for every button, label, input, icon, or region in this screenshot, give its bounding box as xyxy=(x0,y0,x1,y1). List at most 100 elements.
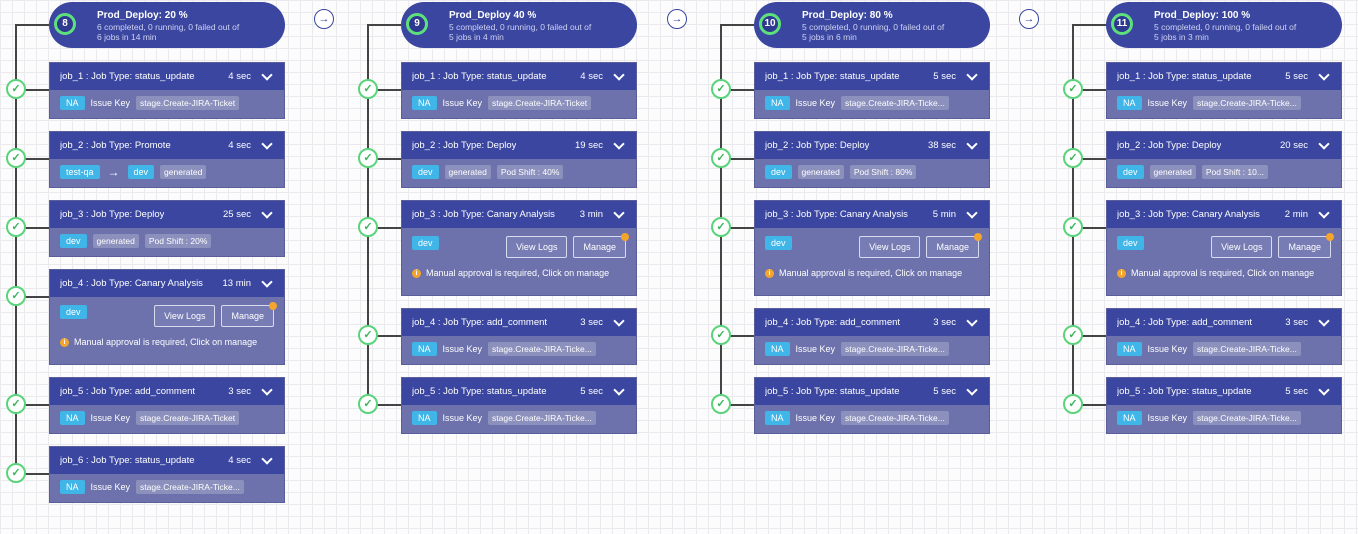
pod-shift-tag: Pod Shift : 20% xyxy=(144,234,212,248)
chevron-down-icon[interactable] xyxy=(1318,383,1330,396)
na-tag: NA xyxy=(1117,342,1142,356)
chevron-down-icon[interactable] xyxy=(1318,314,1330,327)
chevron-down-icon[interactable] xyxy=(613,206,625,219)
na-tag: NA xyxy=(1117,96,1142,110)
env-tag: dev xyxy=(412,165,439,179)
chevron-down-icon[interactable] xyxy=(261,452,273,465)
chevron-down-icon[interactable] xyxy=(261,206,273,219)
chevron-down-icon[interactable] xyxy=(1318,206,1330,219)
job-title: job_6 : Job Type: status_update xyxy=(60,455,195,466)
pipeline-connector xyxy=(367,227,401,229)
chevron-down-icon[interactable] xyxy=(966,137,978,150)
manage-button[interactable]: Manage xyxy=(926,233,982,258)
arrow-right-icon[interactable]: → xyxy=(1019,9,1039,29)
job-duration-text: 25 sec xyxy=(223,209,251,220)
job-title: job_5 : Job Type: status_update xyxy=(1117,386,1252,397)
chevron-down-icon[interactable] xyxy=(261,137,273,150)
chevron-down-icon[interactable] xyxy=(613,383,625,396)
info-icon: i xyxy=(412,268,421,278)
chevron-down-icon[interactable] xyxy=(1318,68,1330,81)
generated-tag: generated xyxy=(1149,165,1196,179)
job-title: job_1 : Job Type: status_update xyxy=(1117,71,1252,82)
chevron-down-icon[interactable] xyxy=(613,314,625,327)
chevron-down-icon[interactable] xyxy=(966,383,978,396)
chevron-down-icon[interactable] xyxy=(261,275,273,288)
arrow-right-icon[interactable]: → xyxy=(667,9,687,29)
view-logs-button[interactable]: View Logs xyxy=(1211,236,1273,258)
stage-number-badge: 8 xyxy=(54,13,76,35)
env-to-tag: dev xyxy=(127,165,155,179)
pipeline-connector xyxy=(15,24,49,26)
chevron-down-icon[interactable] xyxy=(613,68,625,81)
pipeline-connector xyxy=(15,89,49,91)
job-duration: 4 sec xyxy=(228,452,274,466)
approval-note-text: Manual approval is required, Click on ma… xyxy=(74,337,258,347)
chevron-down-icon[interactable] xyxy=(1318,137,1330,150)
view-logs-button[interactable]: View Logs xyxy=(154,305,216,327)
view-logs-button[interactable]: View Logs xyxy=(506,236,568,258)
job-duration: 13 min xyxy=(222,275,274,289)
job-duration-text: 5 sec xyxy=(1285,386,1308,397)
job-title: job_1 : Job Type: status_update xyxy=(765,71,900,82)
job-title: job_5 : Job Type: status_update xyxy=(412,386,547,397)
job-duration: 4 sec xyxy=(228,68,274,82)
job-card-header[interactable]: job_5 : Job Type: status_update 5 sec xyxy=(1107,378,1341,405)
stage-title: Prod_Deploy: 100 % xyxy=(1154,10,1251,21)
job-duration-text: 5 sec xyxy=(1285,71,1308,82)
env-tag: dev xyxy=(765,165,792,179)
chevron-down-icon[interactable] xyxy=(966,314,978,327)
checkmark-icon: ✓ xyxy=(1063,148,1083,168)
chevron-down-icon[interactable] xyxy=(966,68,978,81)
manage-button[interactable]: Manage xyxy=(1278,233,1334,258)
job-duration: 4 sec xyxy=(228,137,274,151)
arrow-right-icon[interactable]: → xyxy=(314,9,334,29)
job-card-header[interactable]: job_1 : Job Type: status_update 5 sec xyxy=(1107,63,1341,90)
chevron-down-icon[interactable] xyxy=(261,68,273,81)
checkmark-icon: ✓ xyxy=(1063,217,1083,237)
stage-summary: 5 jobs in 4 min xyxy=(449,32,504,42)
chevron-down-icon[interactable] xyxy=(261,383,273,396)
manage-button[interactable]: Manage xyxy=(573,233,629,258)
pipeline-connector xyxy=(15,24,17,473)
job-card-header[interactable]: job_6 : Job Type: status_update 4 sec xyxy=(50,447,284,474)
checkmark-icon: ✓ xyxy=(6,217,26,237)
chevron-down-icon[interactable] xyxy=(966,206,978,219)
manage-button[interactable]: Manage xyxy=(221,302,277,327)
view-logs-button[interactable]: View Logs xyxy=(859,236,921,258)
job-title: job_4 : Job Type: add_comment xyxy=(1117,317,1253,328)
issue-key-label: Issue Key xyxy=(795,344,836,354)
chevron-down-icon[interactable] xyxy=(613,137,625,150)
